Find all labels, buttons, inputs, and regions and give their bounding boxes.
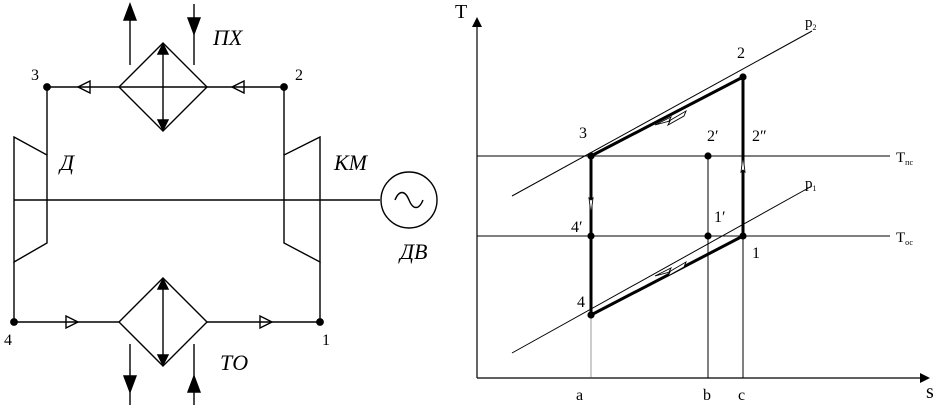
node-1-dot xyxy=(316,318,324,326)
point-1prime xyxy=(704,232,712,240)
node-2-dot xyxy=(280,83,288,91)
ts-labels: T s a b c p2 p1 Tпс Tос 2 3 2′ 2″ 1′ 4′ … xyxy=(455,1,934,404)
expander-shape xyxy=(13,135,48,264)
motor-circle xyxy=(380,171,438,229)
compressor-label: КМ xyxy=(333,150,369,175)
cycle-arrow-4-1 xyxy=(654,260,687,278)
tick-b: b xyxy=(703,387,711,404)
isobar-p2 xyxy=(511,30,813,197)
cycle-arrow-1-2 xyxy=(740,155,746,174)
motor-sine-icon xyxy=(394,191,424,209)
schematic-labels: 3 2 4 1 ПХ Д КМ ДВ ТО xyxy=(4,25,427,375)
point-3-label: 3 xyxy=(579,125,587,142)
isotherm-lower-label: Tос xyxy=(896,230,913,247)
point-4-label: 4 xyxy=(577,294,585,311)
point-2 xyxy=(739,73,747,81)
node-3-label: 3 xyxy=(31,67,39,84)
cycle-arrow-3-4 xyxy=(588,196,594,215)
tick-a: a xyxy=(576,387,583,404)
point-1 xyxy=(739,232,747,240)
flow-arrow-top-right xyxy=(230,79,245,95)
point-4prime-label: 4′ xyxy=(571,219,583,236)
cooler-stream-out-arrow xyxy=(122,2,138,21)
flow-arrow-bottom-left xyxy=(65,314,80,330)
cooler-label: ПХ xyxy=(212,25,244,50)
t-axis-label: T xyxy=(455,1,467,23)
cycle-arrow-3-2 xyxy=(654,109,687,127)
cooler-arrow-up xyxy=(156,42,170,55)
node-3-dot xyxy=(43,83,51,91)
schematic xyxy=(10,2,438,405)
point-1-label: 1 xyxy=(752,245,760,262)
point-3 xyxy=(587,152,595,160)
isobar-p1-label: p1 xyxy=(805,176,817,193)
motor-label: ДВ xyxy=(398,239,427,264)
expander-label: Д xyxy=(58,150,75,175)
exchanger-stream-out-arrow xyxy=(122,375,138,394)
point-1prime-label: 1′ xyxy=(714,209,726,226)
point-2dprime-label: 2″ xyxy=(752,128,767,145)
exchanger-stream-in-arrow xyxy=(186,374,202,393)
isotherm-upper-label: Tпс xyxy=(896,150,913,167)
tick-c: c xyxy=(738,387,745,404)
compressor-shape xyxy=(283,135,321,264)
flow-arrow-bottom-right xyxy=(259,314,274,330)
s-axis-label: s xyxy=(926,381,934,403)
node-2-label: 2 xyxy=(295,67,303,84)
cycle-path xyxy=(589,74,745,318)
exchanger-label: ТО xyxy=(220,350,248,375)
isobar-p2-label: p2 xyxy=(805,15,817,32)
point-2-label: 2 xyxy=(737,45,745,62)
node-1-label: 1 xyxy=(322,332,330,349)
ts-diagram xyxy=(472,17,930,383)
flow-arrow-top-left xyxy=(76,79,91,95)
cooler-stream-in-arrow xyxy=(186,17,202,36)
point-4prime xyxy=(587,232,595,240)
node-4-label: 4 xyxy=(4,332,12,349)
exchanger-arrow-up xyxy=(156,277,170,290)
node-4-dot xyxy=(10,318,18,326)
isobar-p1 xyxy=(511,185,813,354)
exchanger-arrow-down xyxy=(156,354,170,367)
point-2prime-label: 2′ xyxy=(707,128,719,145)
point-4 xyxy=(587,311,595,319)
cooler-arrow-down xyxy=(156,119,170,132)
point-2prime xyxy=(704,152,712,160)
